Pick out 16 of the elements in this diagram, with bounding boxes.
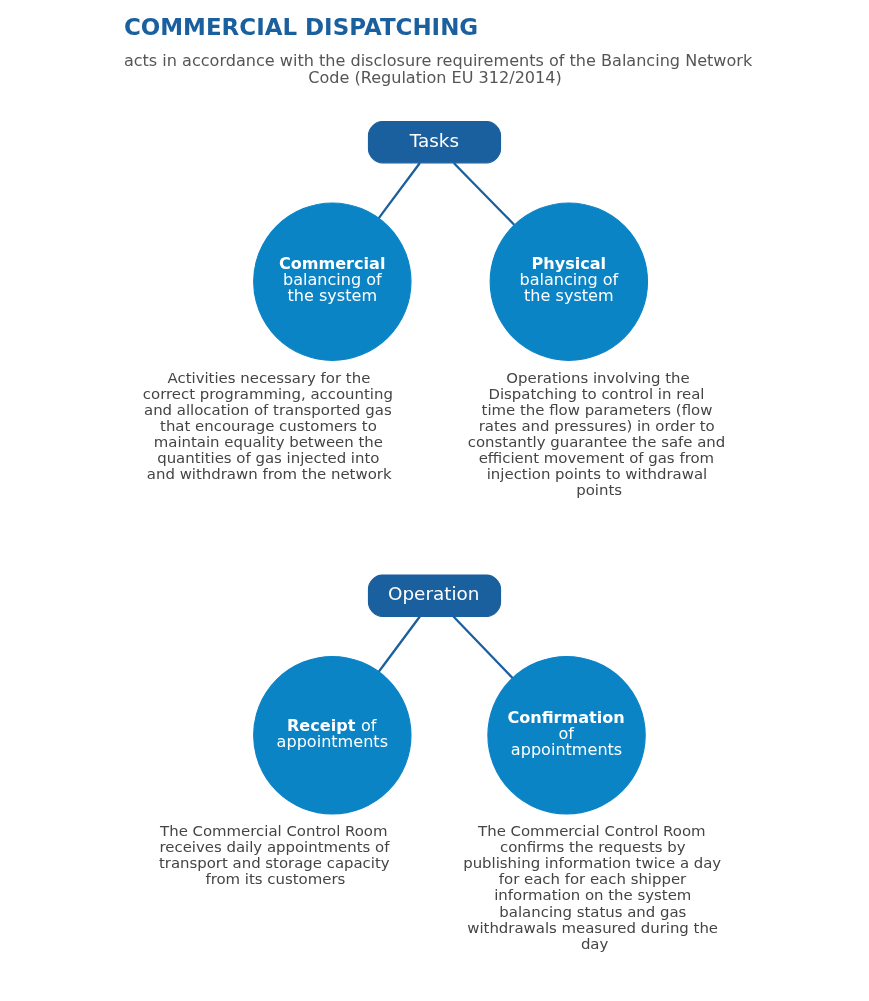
node-box: Operation	[367, 574, 502, 617]
node-circle: Physical balancing of the system	[489, 201, 649, 361]
node-circle: Receipt of appointments	[253, 655, 412, 814]
connector	[452, 161, 516, 226]
node-label: The Commercial Control Room receives daily appointments of transport and storage capacity from its customers	[158, 821, 390, 888]
diagram-title: COMMERCIAL DISPATCHING	[123, 13, 479, 40]
connector	[377, 161, 421, 219]
label: acts in accordance with the disclosure requirements of the Balancing Network Code (Regulation EU 312/2014)	[123, 49, 753, 87]
node-circle: Commercial balancing of the system	[253, 201, 412, 361]
node-circle: Confirmation of appointments	[487, 655, 646, 814]
node-label: The Commercial Control Room confirms the requests by publishing information twice a day for each for each shipper information on the system balancing status and gas withdrawals measured during the day	[463, 821, 722, 953]
node-label: Operations involving the Dispatching to control in real time the flow parameters (flow rates and pressures) in order to constantly guarantee the safe and efficient movement of gas from injection points to withdrawal points	[467, 368, 726, 499]
node-label: Activities necessary for the correct programming, accounting and allocation of transported gas that encourage customers to maintain equality between the quantities of gas injected into and withdrawn from the network	[142, 368, 393, 483]
connector	[452, 615, 514, 679]
node-box: Tasks	[367, 120, 502, 163]
connector	[377, 615, 421, 672]
